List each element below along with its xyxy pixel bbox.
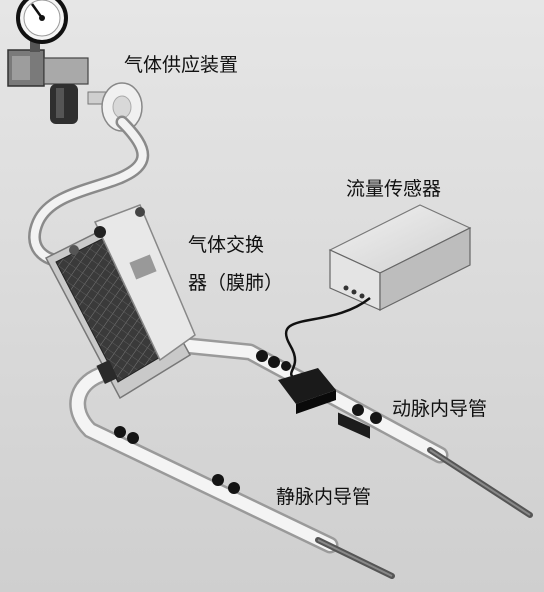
flow-sensor-display: [338, 412, 370, 439]
gas-exchanger-label-line1: 气体交换: [188, 234, 265, 256]
clamp-knob-icon: [114, 350, 382, 494]
gas-exchanger-label-line2: 器（膜肺）: [188, 272, 284, 294]
sensor-cable: [284, 297, 371, 382]
artery-catheter-label: 动脉内导管: [392, 398, 488, 420]
flow-sensor-label: 流量传感器: [346, 178, 442, 200]
vein-catheter-label: 静脉内导管: [276, 486, 372, 508]
membrane-lung-device: [44, 204, 196, 400]
gas-supply-label: 气体供应装置: [124, 54, 239, 76]
flow-sensor-device: [284, 204, 472, 439]
gas-supply-device: [7, 0, 143, 132]
vein-tubing: [69, 366, 395, 579]
flow-probe: [278, 368, 336, 414]
pressure-gauge-icon: [16, 0, 68, 44]
